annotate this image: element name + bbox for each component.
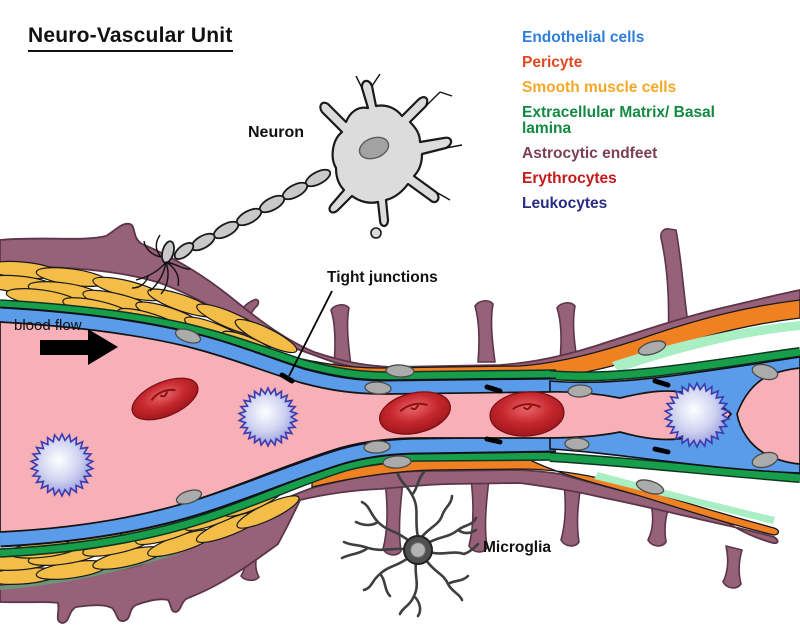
pericyte-nuclei — [382, 340, 667, 495]
tight-junctions-pointer-line — [288, 290, 333, 377]
legend-item-endothelial-cells: Endothelial cells — [522, 29, 645, 46]
neuron-nucleus — [358, 136, 390, 160]
axon-terminal-arbor — [131, 234, 191, 295]
microglia-label: Microglia — [483, 539, 552, 556]
blood-flow-arrow — [40, 329, 118, 365]
leukocyte-2 — [237, 386, 299, 448]
leukocyte-1 — [29, 432, 95, 498]
microglia-nucleus — [409, 541, 427, 559]
blood-flow-label: blood flow — [14, 317, 82, 334]
dendrite-twigs — [355, 73, 463, 201]
neuron-label: Neuron — [248, 124, 304, 141]
tight-junction-marks — [279, 372, 671, 455]
ecm-basal-lamina — [0, 299, 800, 558]
dendrite-droplet — [370, 227, 382, 239]
erythrocyte-1 — [131, 377, 199, 421]
leukocyte-3 — [663, 381, 731, 449]
astrocyte-processes — [222, 228, 743, 589]
legend: Endothelial cells Pericyte Smooth muscle… — [522, 30, 760, 221]
microglia-figure — [340, 470, 480, 618]
legend-item-smooth-muscle-cells: Smooth muscle cells — [522, 79, 677, 96]
axon-myelin — [161, 168, 332, 264]
erythrocyte-2 — [379, 391, 451, 435]
legend-item-extracellular-matrix: Extracellular Matrix/ Basal lamina — [522, 104, 715, 137]
legend-item-astrocytic-endfeet: Astrocytic endfeet — [522, 145, 658, 162]
page-title: Neuro-Vascular Unit — [28, 24, 233, 52]
tight-junctions-label: Tight junctions — [327, 269, 438, 286]
legend-item-leukocytes: Leukocytes — [522, 195, 608, 212]
microglia-branches — [340, 470, 480, 618]
vessel-lumen — [0, 321, 800, 533]
endothelial-nuclei — [174, 328, 779, 505]
legend-item-erythrocytes: Erythrocytes — [522, 170, 617, 187]
erythrocyte-3 — [489, 391, 565, 437]
legend-item-pericyte: Pericyte — [522, 54, 583, 71]
neuron-soma-dendrites — [319, 79, 453, 228]
neuron-figure — [131, 73, 463, 295]
